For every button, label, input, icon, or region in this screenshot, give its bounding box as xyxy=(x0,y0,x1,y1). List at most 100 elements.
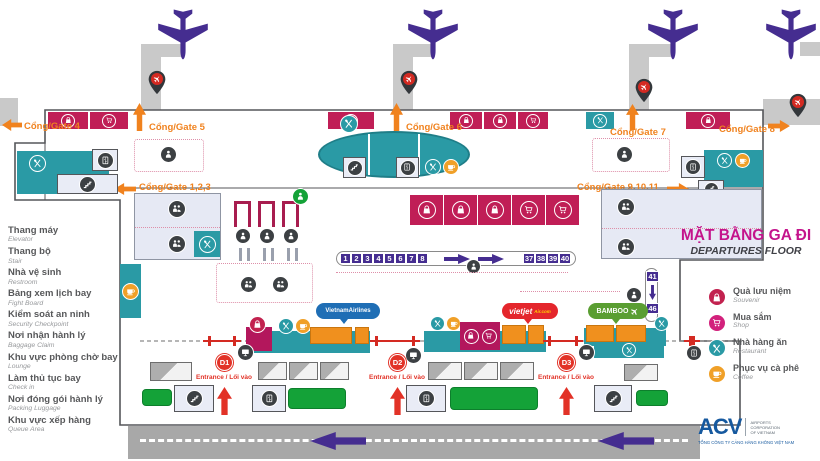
vietjet-sub-label: Air.com xyxy=(534,308,551,314)
souvenir-icon xyxy=(459,113,473,128)
security-person-icon xyxy=(616,146,633,163)
legend-item-en: Shop xyxy=(733,322,749,330)
checkin-counters xyxy=(616,325,646,342)
flight-board-icon xyxy=(578,344,595,361)
souvenir-icon xyxy=(61,113,75,128)
plane-pin-icon xyxy=(147,70,167,96)
entrance-d1-badge: D1 xyxy=(216,354,233,371)
road-centerline xyxy=(140,439,688,442)
escalator xyxy=(320,362,349,380)
shop-unit xyxy=(460,322,500,350)
legend-item-en: Elevator xyxy=(8,236,33,244)
shop-unit xyxy=(546,195,579,225)
restaurant-icon xyxy=(622,343,636,357)
jet-bridge-4-arm xyxy=(800,42,820,56)
legend-item-vi: Thang máy xyxy=(8,225,59,236)
stairs-icon xyxy=(604,390,622,407)
acv-org-line: CORPORATION xyxy=(750,424,780,430)
escalator xyxy=(258,362,287,380)
coffee-icon xyxy=(446,316,461,331)
door-marker xyxy=(203,335,241,347)
shop-cart-icon xyxy=(519,201,538,219)
souvenir-icon xyxy=(417,201,436,219)
acv-org-line: OF VIETNAM xyxy=(750,429,775,435)
map-title-en: DEPARTURES FLOOR xyxy=(690,245,802,257)
legend-item-vi: Nhà vệ sinh xyxy=(8,267,62,279)
legend-item-vi: Phục vụ cà phê xyxy=(733,362,800,373)
checkin-counters xyxy=(528,325,544,344)
staff-icon xyxy=(626,287,642,303)
souvenir-icon xyxy=(451,201,470,219)
guard-pin-icon xyxy=(292,188,309,205)
elevator-box xyxy=(396,157,419,178)
queue-lane xyxy=(247,248,250,261)
legend-item-vi: Khu vực phòng chờ bay xyxy=(8,351,118,363)
restroom-people-icon xyxy=(272,276,289,293)
jet-bridge-3-arm xyxy=(629,44,671,57)
shop-cart-icon xyxy=(708,313,726,332)
checkin-counters xyxy=(586,325,614,342)
restaurant-unit xyxy=(17,176,57,194)
passenger-icon xyxy=(283,228,299,244)
elevator-box xyxy=(92,149,118,171)
elevator-box xyxy=(406,385,446,412)
security-gate xyxy=(234,201,251,227)
acv-wordmark: ACV xyxy=(698,414,742,439)
counter-number: 38 xyxy=(535,253,547,264)
legend-item-en: Restaurant xyxy=(733,347,767,355)
coffee-icon xyxy=(122,282,139,300)
entrance-d3-label: Entrance / Lối vào xyxy=(538,374,594,381)
restaurant-icon xyxy=(198,235,216,253)
restaurant-icon xyxy=(430,316,445,331)
bamboo-plane-icon xyxy=(629,305,641,317)
restaurant-icon xyxy=(278,318,294,334)
security-zone xyxy=(592,138,670,172)
entrance-d2-badge: D2 xyxy=(389,354,406,371)
escalator xyxy=(150,362,192,381)
queue-lane xyxy=(287,248,290,261)
legend-item-vi: Khu vực xếp hàng xyxy=(8,414,91,426)
legend-item-vi: Quà lưu niệm xyxy=(733,286,792,296)
counter-number: 41 xyxy=(646,271,659,282)
shop-unit xyxy=(518,112,548,129)
legend-item-en: Souvenir xyxy=(733,296,760,304)
legend-item-en: Lounge xyxy=(8,363,31,370)
legend-item-en: Security Checkpoint xyxy=(8,320,69,328)
elevator-icon xyxy=(260,390,278,407)
restroom-people-icon xyxy=(240,276,257,293)
apron-stub-left xyxy=(0,98,18,126)
counter-number: 4 xyxy=(373,253,384,264)
restaurant-unit xyxy=(594,342,664,358)
restaurant-icon xyxy=(340,115,358,133)
acv-divider xyxy=(745,418,747,436)
souvenir-icon xyxy=(701,113,715,128)
restroom-people-icon xyxy=(168,200,186,218)
escalator xyxy=(464,362,498,380)
restaurant-unit xyxy=(586,112,614,129)
bubble-tail xyxy=(524,319,532,324)
stairs-icon xyxy=(79,175,96,193)
legend-item-vi: Mua sắm xyxy=(733,311,772,322)
legend-item-en: Fight Board xyxy=(8,299,44,307)
elevator-icon xyxy=(686,345,702,361)
counter-number: 8 xyxy=(417,253,428,264)
legend-item-en: Baggage Claim xyxy=(8,341,55,349)
acv-subtitle: TỔNG CÔNG TY CẢNG HÀNG KHÔNG VIỆT NAM xyxy=(698,440,795,445)
legend-left: Thang máy Elevator Thang bộ Stair Nhà vệ… xyxy=(8,225,130,437)
shop-unit xyxy=(48,112,88,129)
bubble-tail xyxy=(612,319,620,324)
plane-pin-icon xyxy=(634,78,654,104)
vietjet-label: vietjet xyxy=(509,306,533,316)
legend-item-en: Queue Area xyxy=(8,426,45,434)
flight-board-icon xyxy=(405,347,422,364)
stairs-icon xyxy=(346,159,363,176)
shop-unit xyxy=(686,112,730,129)
bamboo-label: BAMBOO xyxy=(596,307,629,315)
security-person-icon xyxy=(160,146,177,163)
restaurant-icon xyxy=(708,339,726,358)
shop-cart-icon xyxy=(553,201,572,219)
security-zone xyxy=(134,139,204,172)
